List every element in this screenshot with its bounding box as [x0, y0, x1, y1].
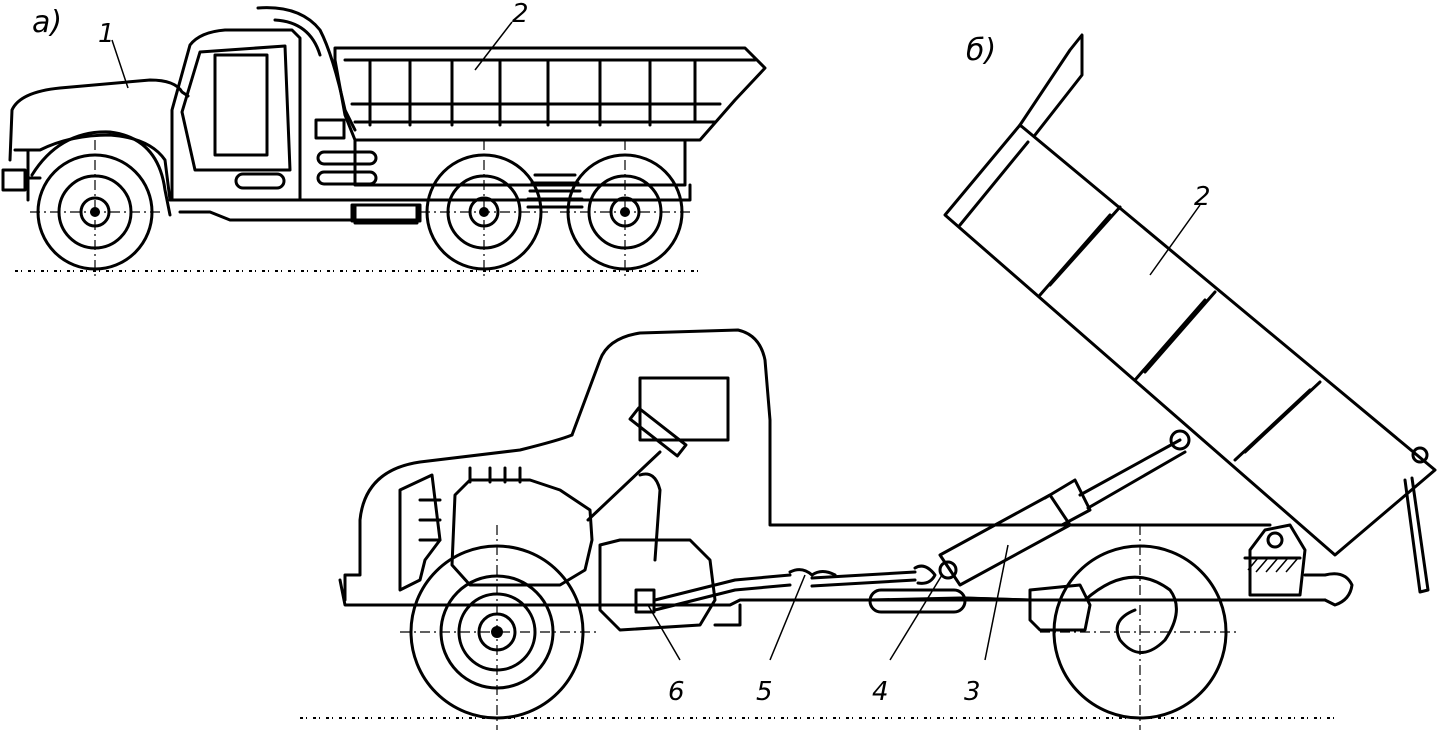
callout-1: 1	[98, 19, 115, 49]
callout-5: 5	[756, 677, 773, 707]
callout-6: 6	[668, 677, 685, 707]
rear-wheel-a1	[420, 140, 548, 278]
view-a-truck: а) 1 2	[1, 0, 767, 278]
body-ribs	[368, 58, 697, 127]
hydraulic-cylinder	[938, 429, 1191, 587]
front-wheel-b	[400, 525, 600, 730]
callout-3: 3	[964, 677, 981, 707]
callout-2-b: 2	[1194, 182, 1211, 212]
raised-body	[943, 33, 1437, 594]
callout-4: 4	[872, 677, 889, 707]
view-a-label: а)	[32, 5, 62, 40]
front-wheel-a	[30, 140, 160, 278]
rear-wheel-a2	[560, 140, 690, 278]
callout-2-a: 2	[512, 0, 529, 29]
view-b-label: б)	[966, 33, 996, 68]
view-b-truck: б) 2 3 4 5 6	[300, 33, 1437, 730]
rear-wheel-b	[1040, 525, 1240, 730]
hinge-hatching	[1243, 556, 1302, 573]
